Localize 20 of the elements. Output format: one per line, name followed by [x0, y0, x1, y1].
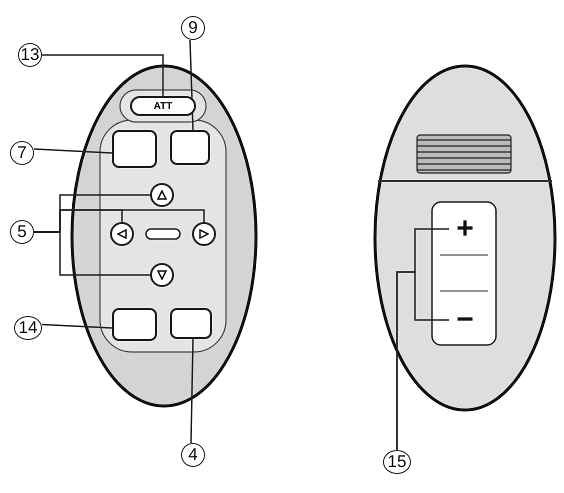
leader-line: [42, 324, 112, 329]
volume-sign: −: [449, 305, 481, 335]
callout-number: 15: [383, 450, 411, 474]
callout-number: 5: [10, 220, 34, 244]
button: [170, 308, 212, 339]
callout-number: 7: [10, 141, 34, 165]
leader-line: [190, 338, 194, 444]
callout-number: 13: [18, 43, 42, 67]
callout-number: 9: [181, 16, 205, 40]
button: [112, 308, 157, 341]
button: [170, 130, 210, 165]
leader-line: [34, 148, 112, 154]
button: [112, 130, 157, 168]
callout-number: 14: [14, 316, 42, 340]
leader-line: [42, 54, 164, 96]
att-button: ATT: [130, 96, 196, 116]
leader-line: [34, 231, 150, 276]
leader-line: [396, 271, 449, 450]
callout-number: 4: [181, 443, 205, 467]
volume-sign: +: [449, 214, 481, 244]
